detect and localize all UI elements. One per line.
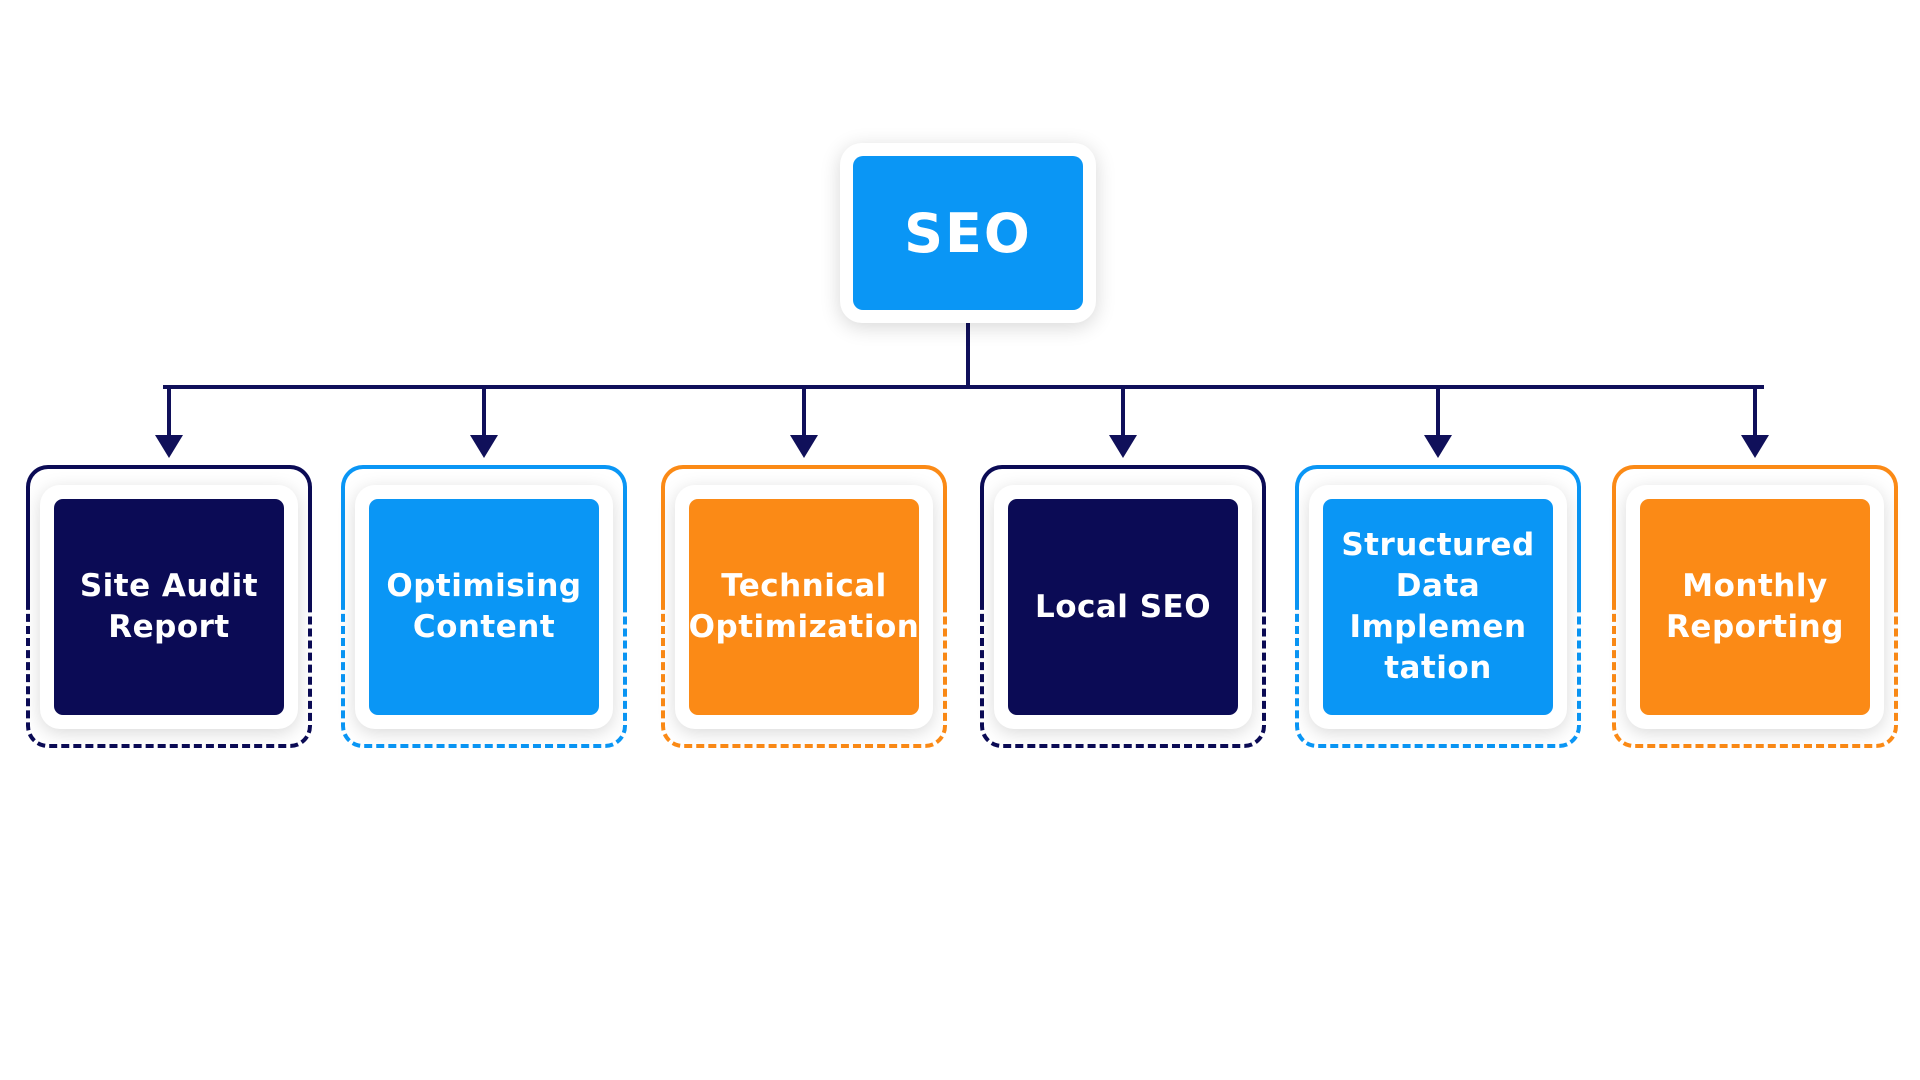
frame-dashed-border: [341, 585, 627, 748]
child-fill: Technical Optimization: [689, 499, 919, 715]
child-label: Technical Optimization: [688, 568, 920, 645]
child-fill: Local SEO: [1008, 499, 1238, 715]
frame-dashed-border: [1612, 585, 1898, 748]
child-label: Monthly Reporting: [1666, 568, 1844, 645]
child-fill: Monthly Reporting: [1640, 499, 1870, 715]
child-node-structured-data-implementation: Structured Data Implemen tation: [1295, 465, 1581, 748]
child-card: Structured Data Implemen tation: [1309, 485, 1567, 729]
arrowhead-icon: [1109, 435, 1137, 458]
child-fill: Optimising Content: [369, 499, 599, 715]
child-node-monthly-reporting: Monthly Reporting: [1612, 465, 1898, 748]
arrowhead-icon: [1424, 435, 1452, 458]
child-card: Site Audit Report: [40, 485, 298, 729]
child-node-technical-optimization: Technical Optimization: [661, 465, 947, 748]
arrowhead-icon: [790, 435, 818, 458]
frame-solid-border: [1295, 465, 1581, 605]
child-node-optimising-content: Optimising Content: [341, 465, 627, 748]
root-node: SEO: [840, 143, 1096, 323]
frame-dashed-border: [1295, 585, 1581, 748]
frame-solid-border: [980, 465, 1266, 605]
child-label: Local SEO: [1034, 588, 1212, 625]
child-card: Optimising Content: [355, 485, 613, 729]
child-node-site-audit-report: Site Audit Report: [26, 465, 312, 748]
frame-solid-border: [1612, 465, 1898, 605]
child-card: Monthly Reporting: [1626, 485, 1884, 729]
root-node-fill: SEO: [853, 156, 1083, 310]
frame-dashed-border: [26, 585, 312, 748]
arrowhead-icon: [1741, 435, 1769, 458]
child-fill: Site Audit Report: [54, 499, 284, 715]
frame-solid-border: [341, 465, 627, 605]
child-fill: Structured Data Implemen tation: [1323, 499, 1553, 715]
child-card: Local SEO: [994, 485, 1252, 729]
frame-dashed-border: [980, 585, 1266, 748]
child-card: Technical Optimization: [675, 485, 933, 729]
child-label: Structured Data Implemen tation: [1341, 527, 1535, 686]
arrowhead-icon: [470, 435, 498, 458]
arrowhead-icon: [155, 435, 183, 458]
root-node-label: SEO: [904, 201, 1032, 265]
child-node-local-seo: Local SEO: [980, 465, 1266, 748]
frame-dashed-border: [661, 585, 947, 748]
child-label: Optimising Content: [386, 568, 582, 645]
frame-solid-border: [661, 465, 947, 605]
frame-solid-border: [26, 465, 312, 605]
child-label: Site Audit Report: [79, 568, 259, 645]
